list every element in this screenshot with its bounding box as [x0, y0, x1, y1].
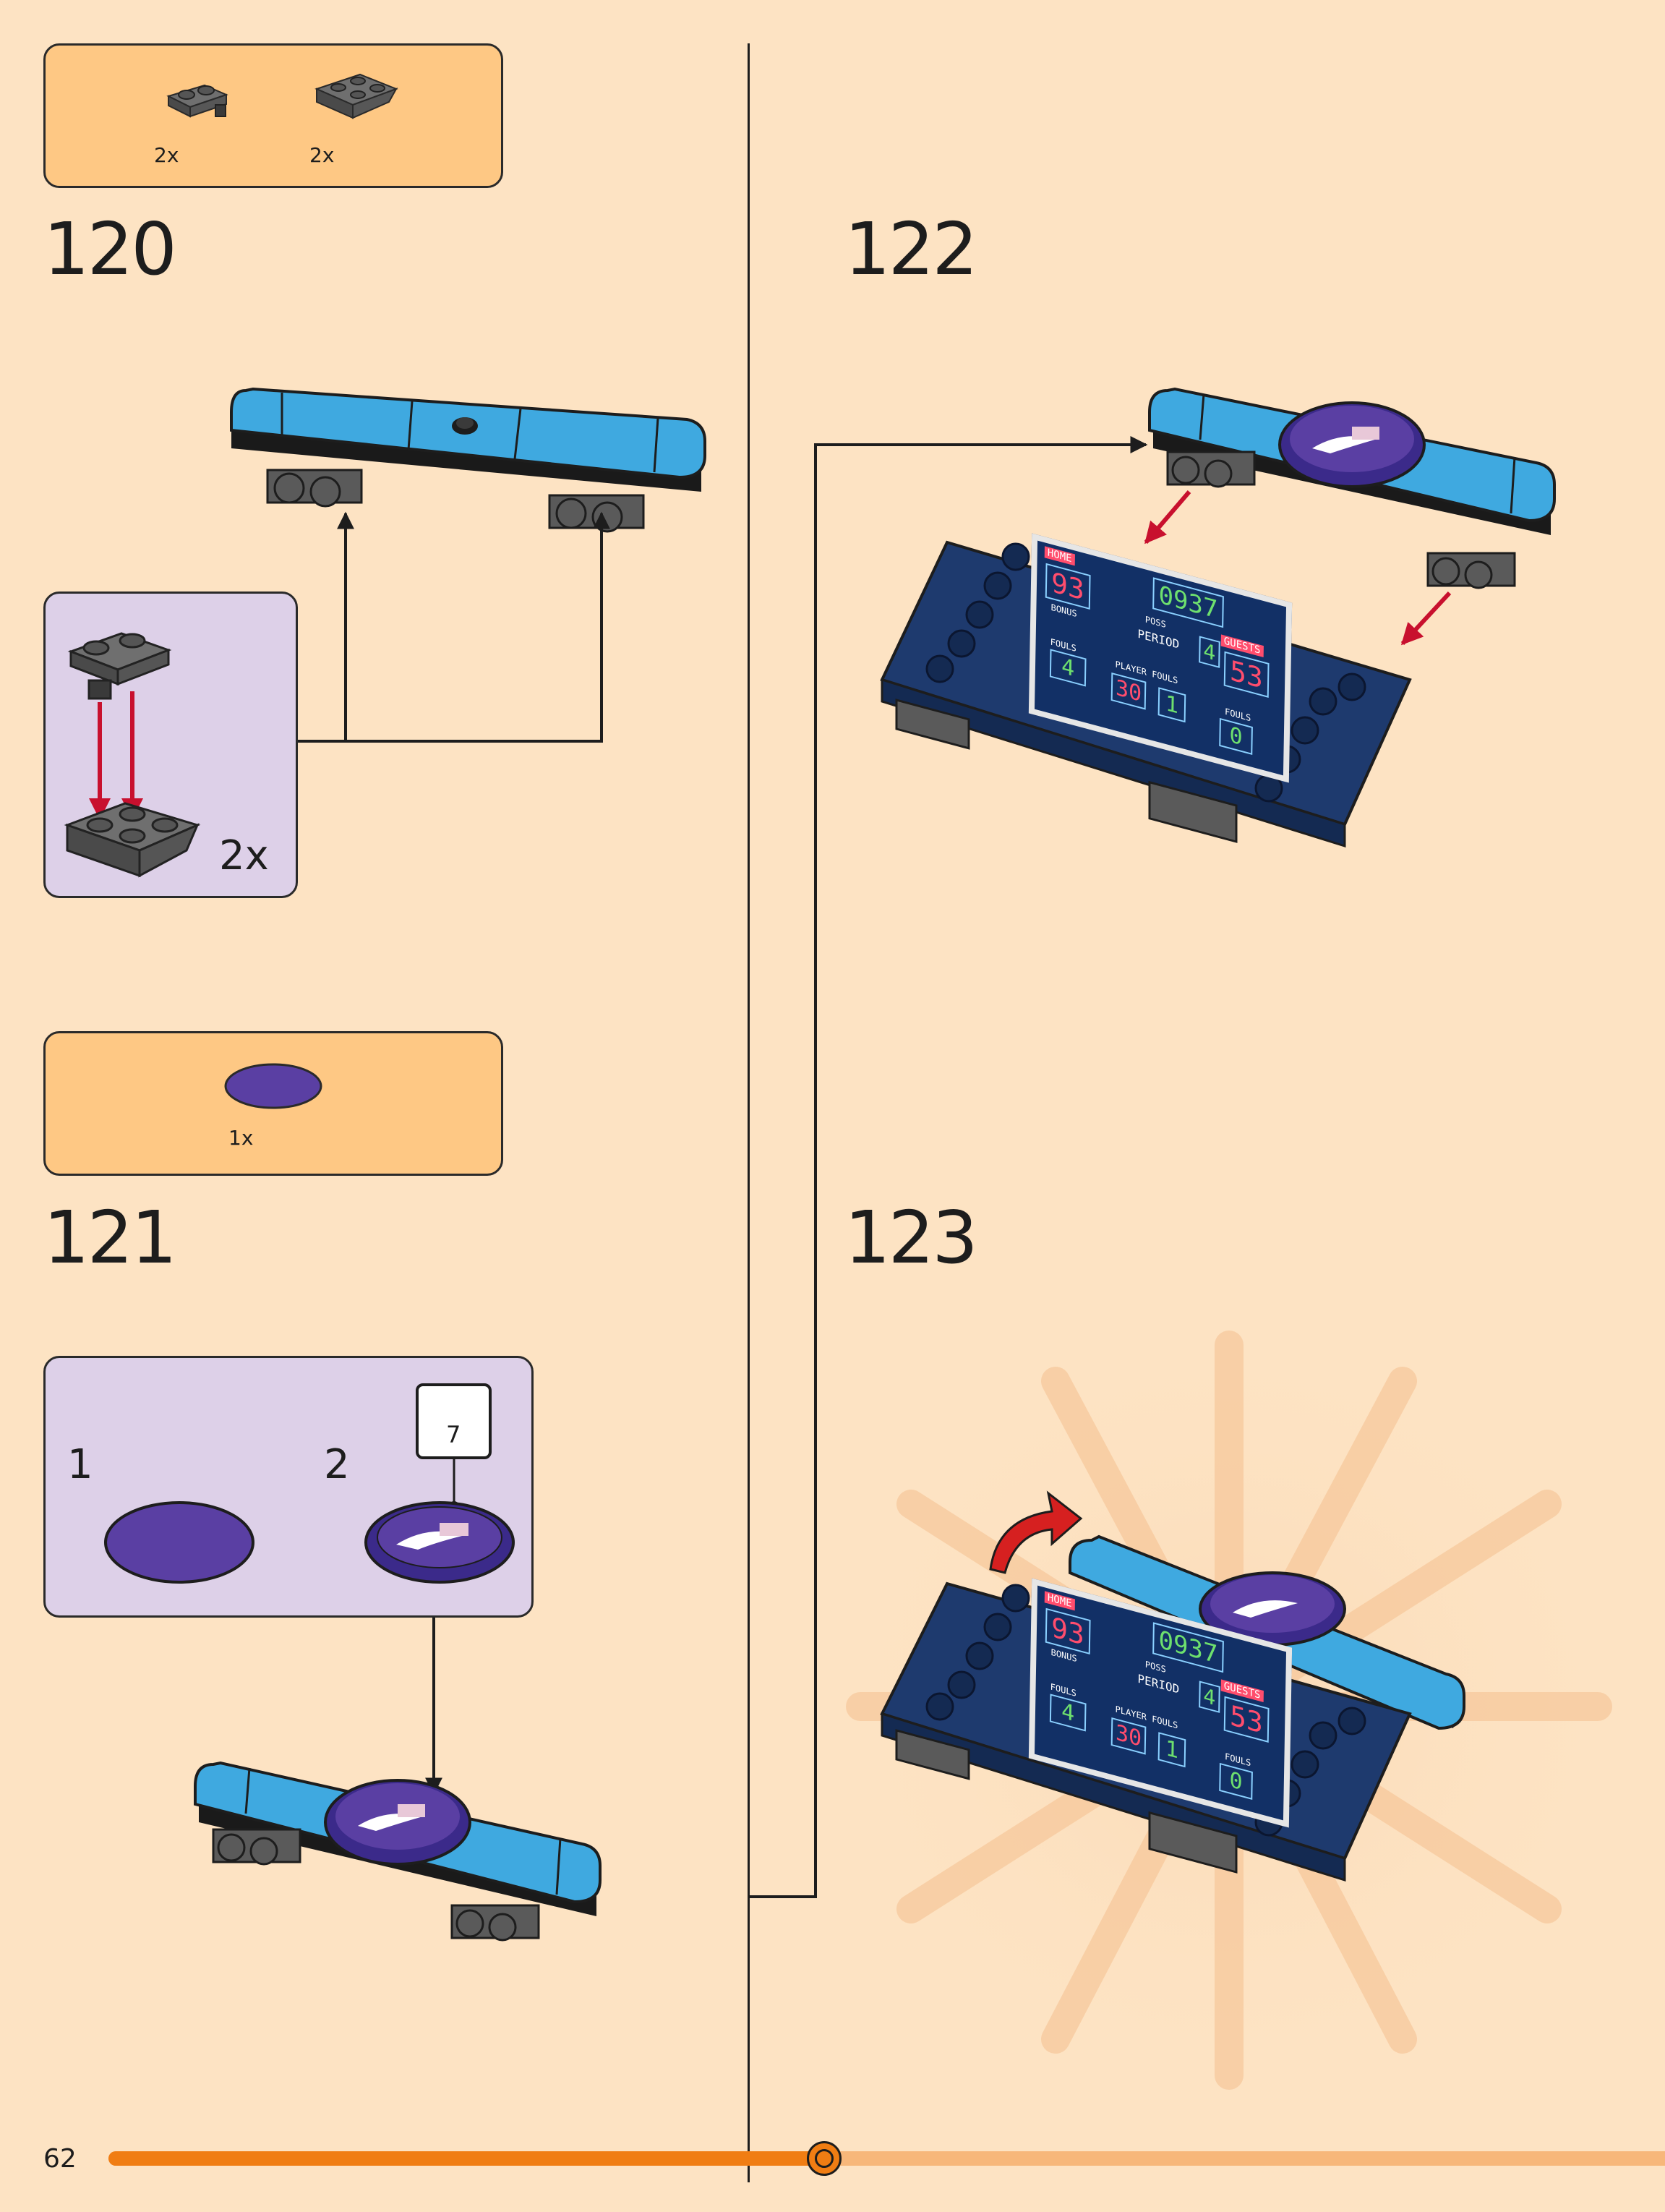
page-number: 62	[43, 2144, 77, 2174]
poss-label: POSS	[1145, 614, 1166, 630]
scoreboard-assembly-step-123: HOME 93 0937 BONUS POSS PERIOD 4 GUESTS …	[875, 1533, 1489, 1909]
player-number: 1	[1158, 1732, 1186, 1767]
period-label: PERIOD	[1137, 1672, 1179, 1696]
guest-fouls: 0	[1219, 718, 1253, 755]
progress-bar-fill	[108, 2151, 824, 2166]
progress-bar	[108, 2151, 1665, 2166]
home-fouls: 4	[1050, 649, 1087, 686]
period-label: PERIOD	[1137, 627, 1179, 652]
period-value: 4	[1199, 1681, 1220, 1713]
player-number: 1	[1158, 687, 1186, 722]
home-label: HOME	[1045, 546, 1075, 565]
scoreboard-assembly-step-122: HOME 93 0937 BONUS POSS PERIOD 4 GUESTS …	[875, 521, 1410, 861]
progress-marker	[807, 2141, 842, 2176]
step-number-123: 123	[844, 1202, 976, 1274]
home-fouls: 4	[1050, 1694, 1087, 1731]
player-fouls: 30	[1111, 1717, 1147, 1755]
guests-score: 53	[1224, 1696, 1270, 1743]
poss-label: POSS	[1145, 1659, 1166, 1675]
home-label: HOME	[1045, 1591, 1075, 1610]
guest-fouls: 0	[1219, 1763, 1253, 1800]
period-value: 4	[1199, 636, 1220, 668]
guests-score: 53	[1224, 652, 1270, 698]
player-fouls: 30	[1111, 672, 1147, 710]
